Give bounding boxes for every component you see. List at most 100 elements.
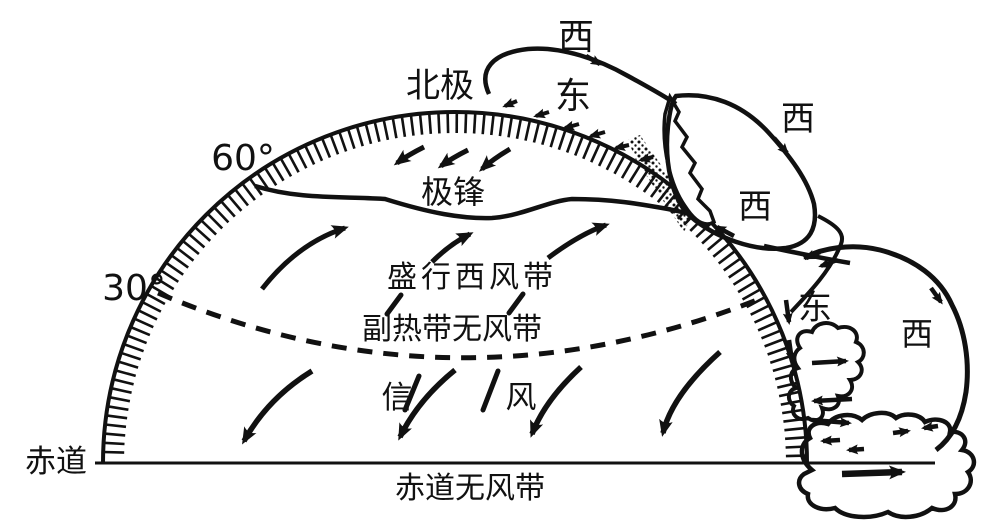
rim-hachure-tick [133, 317, 154, 329]
rim-hachure-tick [103, 450, 125, 454]
rim-hachure-tick [437, 112, 441, 134]
east-wind-arrow [811, 356, 849, 367]
rim-hachure-tick [541, 124, 550, 146]
label-polar-front: 极锋 [421, 173, 485, 211]
label-lat60: 60° [211, 138, 275, 179]
rim-hachure-tick [732, 272, 752, 286]
rim-hachure-tick [104, 423, 127, 429]
rim-hachure-tick [549, 126, 558, 148]
rim-hachure-tick [126, 334, 148, 345]
polar-easterly-arrow [393, 144, 426, 166]
rim-hachure-tick [764, 337, 785, 348]
surface-mark [502, 97, 518, 108]
trade-arrow [529, 364, 583, 438]
rim-hachure-tick [723, 257, 742, 272]
rim-hachure-tick [597, 146, 610, 167]
westerly-arrow [260, 225, 349, 291]
rim-hachure-tick [728, 264, 747, 279]
rim-hachure-tick [155, 276, 175, 291]
rim-hachure-tick [106, 414, 128, 420]
rim-hachure-tick [160, 269, 180, 283]
west-wind-arrow [811, 395, 853, 406]
rim-hachure-tick [532, 121, 541, 143]
label-equatorial-calm-belt: 赤道无风带 [395, 471, 545, 506]
label-hadley-west: 西 [901, 315, 933, 353]
rim-hachure-tick [418, 113, 424, 135]
rim-hachure-tick [279, 157, 293, 178]
rim-hachure-tick [187, 232, 206, 249]
rim-hachure-tick [364, 123, 373, 145]
rim-hachure-tick [193, 225, 212, 242]
ferrel-cell-loop [664, 93, 818, 251]
rim-hachure-tick [524, 119, 532, 141]
small-left-arrow [820, 435, 841, 446]
ferrel-cell-arrowhead-bottom [714, 225, 736, 238]
rim-hachure-tick [219, 200, 236, 218]
ferrel-cell-arrowhead-right [772, 136, 789, 156]
rim-hachure-tick [582, 138, 593, 160]
rim-hachure-tick [241, 182, 256, 201]
down-arrow [782, 299, 793, 325]
polar-easterly-arrow [479, 146, 512, 172]
down-arrow [785, 339, 796, 364]
rim-hachure-tick [772, 363, 794, 373]
rim-hachure-tick [213, 206, 230, 224]
wind-slash [384, 292, 404, 317]
rim-hachure-tick [226, 194, 243, 212]
rim-hachure-tick [141, 300, 162, 313]
rim-hachure-tick [129, 325, 151, 337]
wind-slash [480, 368, 501, 413]
rim-hachure-tick [605, 150, 618, 171]
westerly-arrow [546, 222, 610, 261]
westerlies-arrows [260, 222, 610, 291]
trade-arrow [397, 367, 457, 441]
hadley-loop-arrowhead-left [803, 249, 821, 261]
rim-hachure-tick [464, 112, 468, 134]
label-hadley-east: 东 [798, 288, 832, 328]
rim-hachure-tick [373, 121, 381, 142]
rim-hachure-tick [176, 246, 195, 262]
rim-hachure-tick [753, 312, 775, 324]
polar-cell-loop [483, 46, 678, 106]
rim-hachure-tick [717, 249, 737, 265]
polar-easterlies-arrows [393, 144, 512, 172]
rim-hachure-tick [233, 188, 250, 207]
rim-hachure-tick [427, 112, 433, 134]
rim-hachure-tick [346, 128, 356, 149]
rim-hachure-tick [320, 137, 332, 158]
label-north-pole: 北极 [406, 66, 474, 106]
label-polar-cell-west: 西 [558, 17, 594, 58]
rim-hachure-tick [110, 386, 132, 394]
rim-hachure-tick [785, 436, 807, 441]
rim-hachure-tick [472, 112, 477, 134]
rim-hachure-tick [784, 426, 806, 432]
rim-hachure-tick [573, 135, 585, 156]
rim-hachure-tick [769, 355, 791, 364]
rim-hachure-tick [329, 134, 340, 155]
rim-hachure-tick [165, 261, 184, 276]
rim-hachure-tick [391, 117, 398, 139]
rim-hachure-tick [757, 320, 778, 332]
label-equator: 赤道 [25, 444, 87, 480]
frontal-zone-stipple [628, 135, 692, 232]
globe-rim-arc [101, 110, 809, 464]
rim-hachure-tick [303, 144, 316, 165]
small-left-arrow [921, 421, 939, 432]
rim-hachure-tick [104, 432, 126, 437]
surface-mark [588, 128, 606, 139]
rim-hachure-tick [706, 235, 725, 251]
rim-hachure-tick [767, 346, 788, 356]
rim-hachure-tick [120, 351, 142, 361]
rim-hachure-tick [490, 113, 495, 136]
rim-hachure-tick [112, 378, 134, 386]
polar-cell-flow-arrowhead [584, 54, 603, 66]
rim-hachure-tick [355, 125, 364, 147]
rim-hachure-tick [181, 239, 200, 256]
equator-flow-arrow [841, 465, 906, 480]
rim-hachure-tick [263, 166, 278, 187]
rim-hachure-tick [108, 395, 131, 403]
rim-hachure-tick [145, 292, 166, 306]
wind-slash [402, 373, 422, 413]
